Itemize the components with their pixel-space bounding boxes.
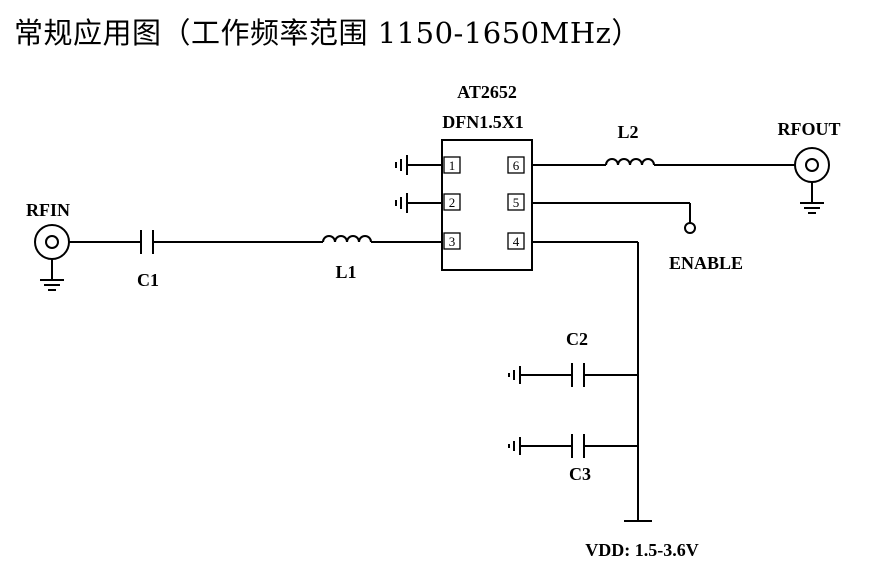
chip-name: AT2652 xyxy=(457,82,517,102)
rfin-connector-icon xyxy=(34,224,70,291)
chip-body xyxy=(441,139,533,271)
c3-label: C3 xyxy=(569,464,591,484)
chip-package: DFN1.5X1 xyxy=(442,112,524,132)
svg-text:3: 3 xyxy=(449,234,456,249)
enable-label: ENABLE xyxy=(669,253,743,273)
svg-text:1: 1 xyxy=(449,158,456,173)
pin-5: 5 xyxy=(507,193,525,211)
pin-3: 3 xyxy=(443,232,461,250)
ground-icon xyxy=(508,366,521,384)
pin-6: 6 xyxy=(507,156,525,174)
vdd-label: VDD: 1.5-3.6V xyxy=(585,540,698,560)
svg-text:2: 2 xyxy=(449,195,456,210)
pin-1: 1 xyxy=(443,156,461,174)
inductor-l2-icon xyxy=(605,158,655,166)
pin-2: 2 xyxy=(443,193,461,211)
inductor-l1-icon xyxy=(322,235,372,243)
rfout-label: RFOUT xyxy=(778,119,841,139)
c1-label: C1 xyxy=(137,270,159,290)
ground-icon xyxy=(508,437,521,455)
svg-text:4: 4 xyxy=(513,234,520,249)
capacitor-c1-icon xyxy=(140,230,154,254)
rfout-connector-icon xyxy=(794,147,830,214)
l1-label: L1 xyxy=(335,262,356,282)
capacitor-c2-icon xyxy=(520,363,638,387)
svg-text:5: 5 xyxy=(513,195,520,210)
ground-icon xyxy=(395,193,442,213)
rfin-label: RFIN xyxy=(26,200,70,220)
c2-label: C2 xyxy=(566,329,588,349)
svg-text:6: 6 xyxy=(513,158,520,173)
l2-label: L2 xyxy=(617,122,638,142)
page-title: 常规应用图（工作频率范围 1150-1650MHz） xyxy=(14,16,641,50)
enable-terminal-icon xyxy=(684,222,696,234)
pin-4: 4 xyxy=(507,232,525,250)
ground-icon xyxy=(395,155,442,175)
capacitor-c3-icon xyxy=(520,434,638,458)
